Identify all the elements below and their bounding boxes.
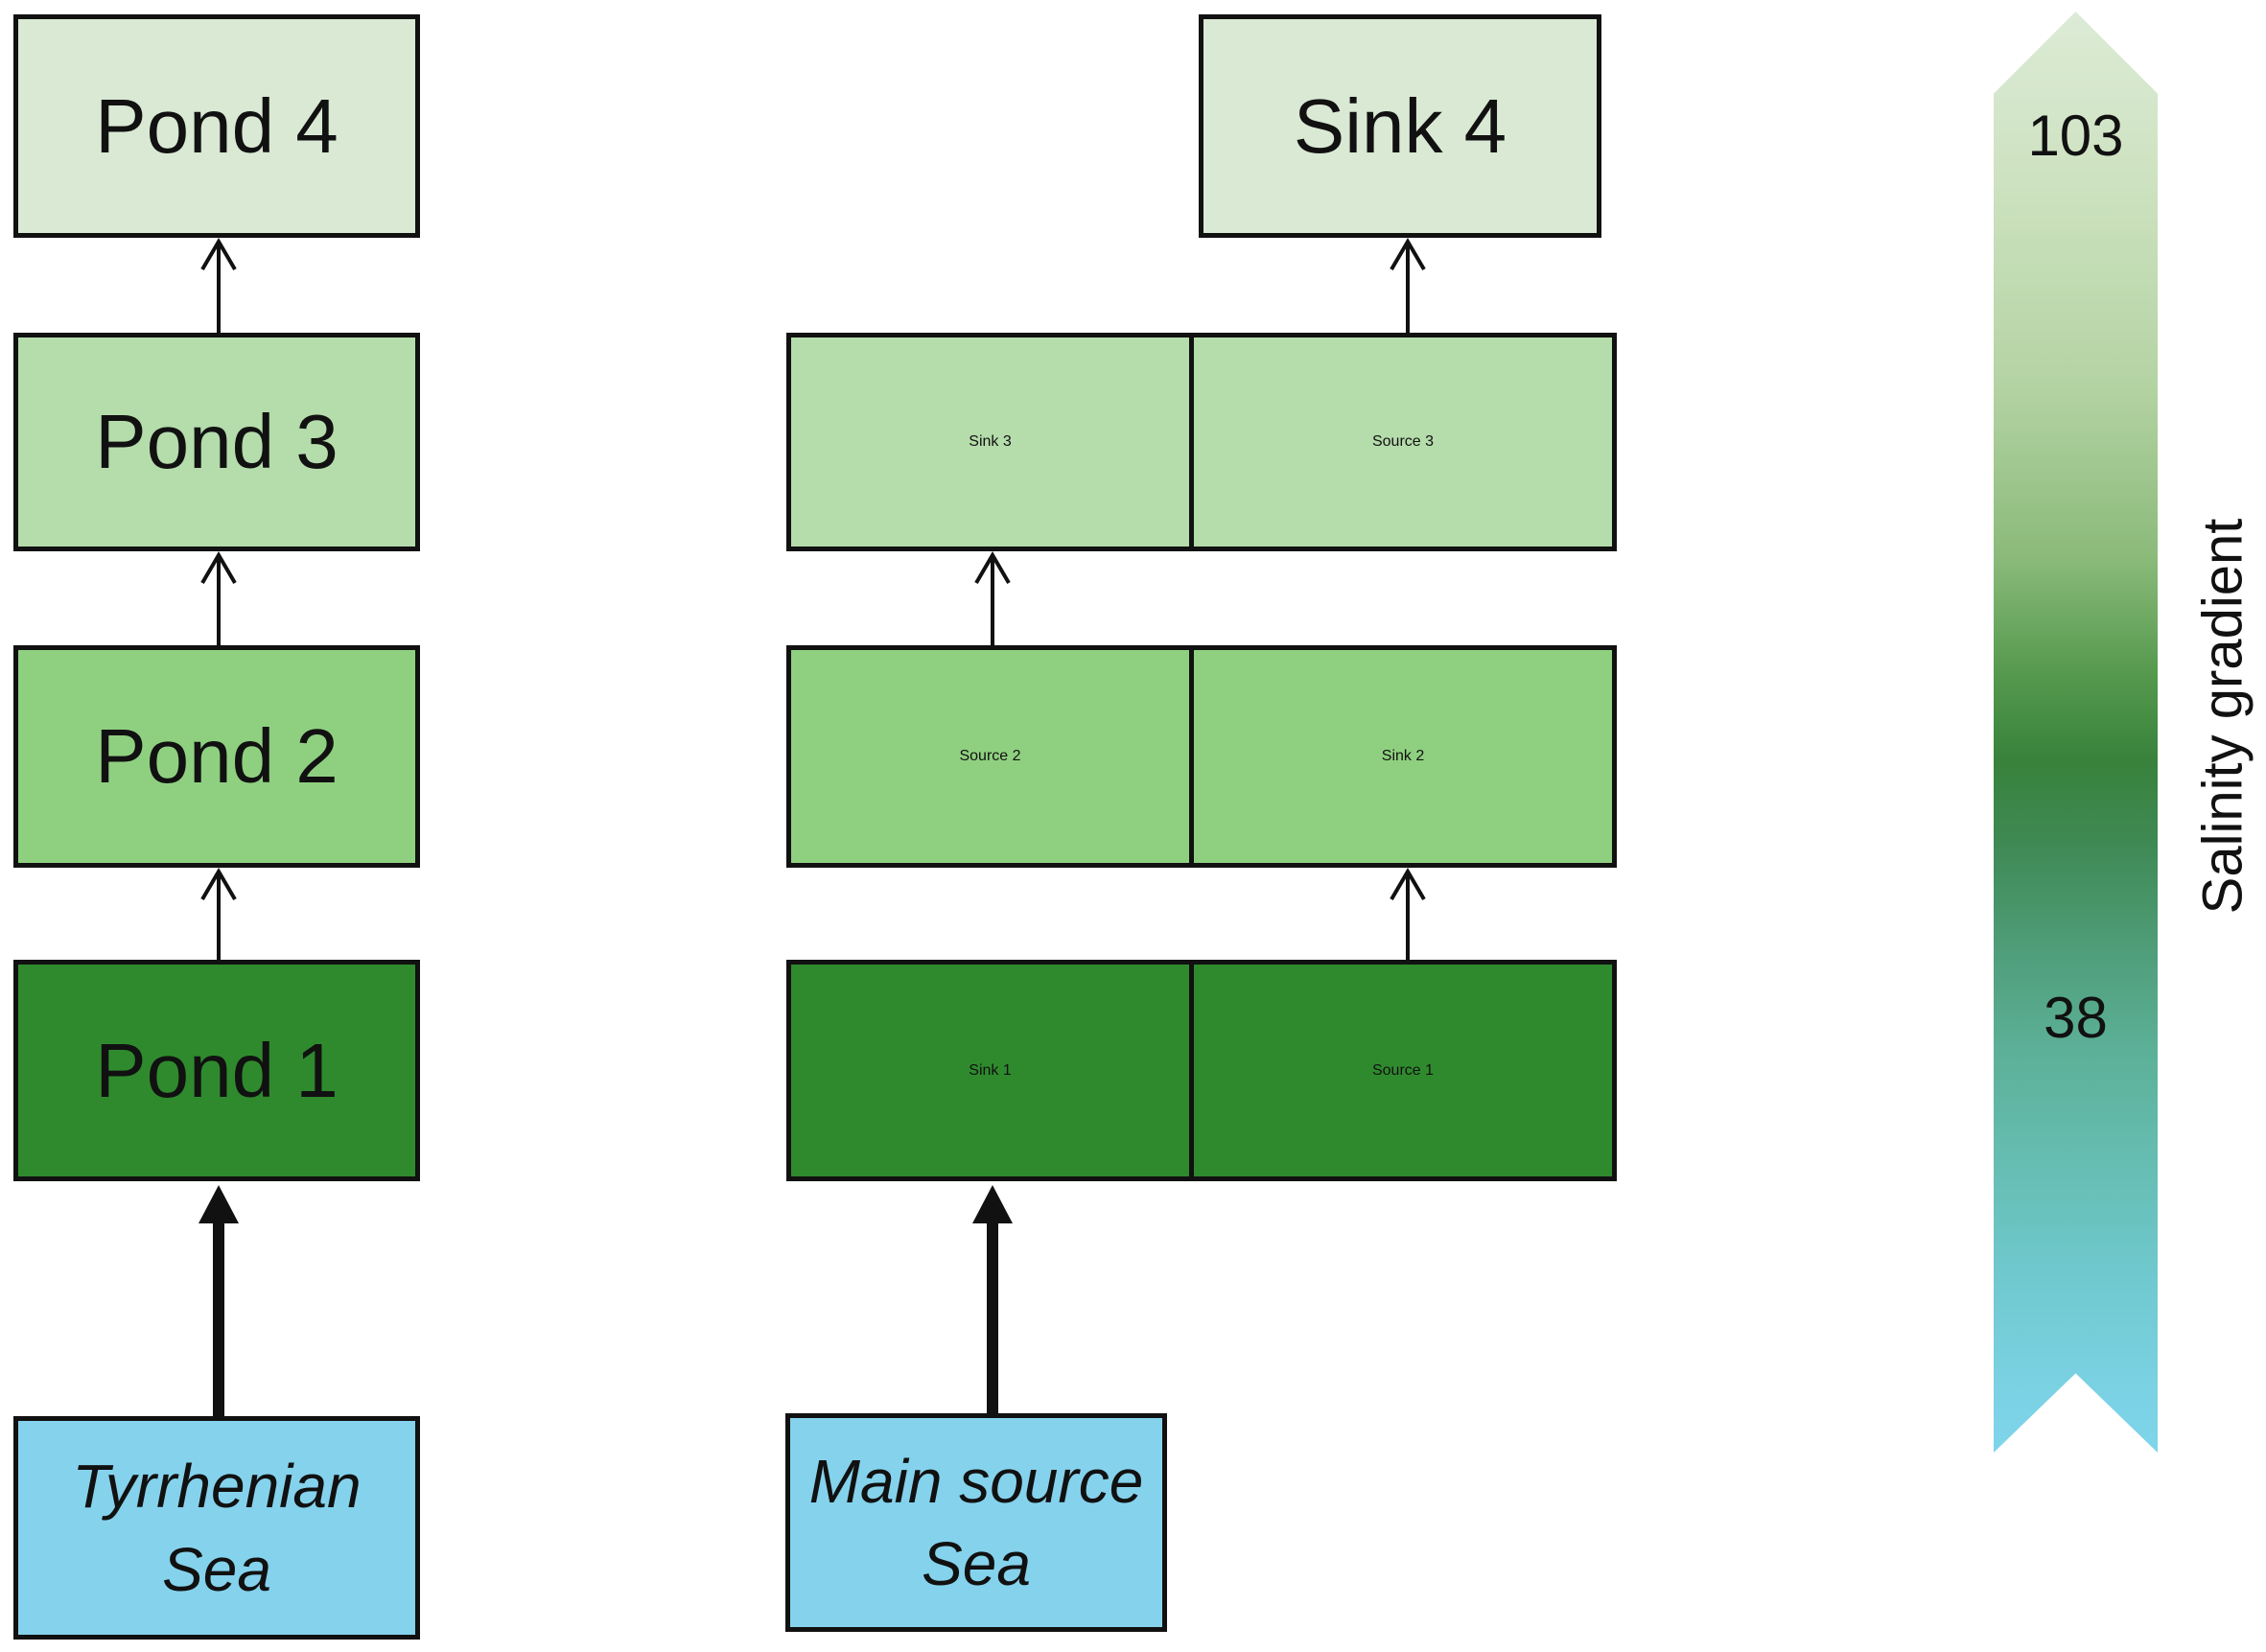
box-pond-2-label: Pond 2 bbox=[95, 713, 339, 799]
arrow-source1-to-sink2-icon bbox=[1390, 868, 1426, 960]
salinity-top-value: 103 bbox=[2027, 104, 2124, 168]
row-sink3-source3: Sink 3 Source 3 bbox=[786, 333, 1617, 551]
box-tyrrhenian-sea: Tyrrhenian Sea bbox=[13, 1416, 420, 1640]
box-pond-3-label: Pond 3 bbox=[95, 399, 339, 484]
box-pond-1: Pond 1 bbox=[13, 960, 420, 1181]
main-source-sea-line1: Main source bbox=[808, 1446, 1144, 1516]
box-pond-3: Pond 3 bbox=[13, 333, 420, 551]
box-source-3-label: Source 3 bbox=[1371, 433, 1435, 450]
arrow-main-source-sea-to-sink1-icon bbox=[972, 1185, 1013, 1413]
arrow-tyrrhenian-sea-to-pond1-icon bbox=[199, 1185, 239, 1416]
box-pond-4-label: Pond 4 bbox=[95, 82, 339, 169]
box-main-source-sea-label: Main source Sea bbox=[809, 1440, 1144, 1606]
row-sink1-source1: Sink 1 Source 1 bbox=[786, 960, 1617, 1181]
tyrrhenian-sea-line2: Sea bbox=[162, 1534, 271, 1604]
box-pond-2: Pond 2 bbox=[13, 645, 420, 868]
box-source-2: Source 2 bbox=[791, 650, 1194, 863]
arrow-source2-to-sink3-icon bbox=[974, 551, 1011, 645]
arrow-pond3-to-pond4-icon bbox=[200, 238, 237, 333]
box-sink-3-label: Sink 3 bbox=[969, 433, 1012, 450]
box-sink-1-label: Sink 1 bbox=[969, 1061, 1012, 1079]
box-sink-3: Sink 3 bbox=[791, 337, 1194, 547]
row-source2-sink2: Source 2 Sink 2 bbox=[786, 645, 1617, 868]
salinity-gradient-ribbon bbox=[1994, 12, 2158, 1453]
salinity-bottom-value: 38 bbox=[2044, 986, 2108, 1050]
box-pond-4: Pond 4 bbox=[13, 14, 420, 238]
box-sink-1: Sink 1 bbox=[791, 965, 1194, 1176]
box-pond-1-label: Pond 1 bbox=[95, 1027, 339, 1113]
box-main-source-sea: Main source Sea bbox=[785, 1413, 1167, 1632]
box-source-1-label: Source 1 bbox=[1371, 1061, 1435, 1079]
box-sink-4: Sink 4 bbox=[1199, 14, 1601, 238]
box-source-3: Source 3 bbox=[1194, 337, 1612, 547]
tyrrhenian-sea-line1: Tyrrhenian bbox=[72, 1452, 362, 1522]
arrow-source3-to-sink4-icon bbox=[1390, 238, 1426, 333]
arrow-pond1-to-pond2-icon bbox=[200, 868, 237, 960]
box-sink-4-label: Sink 4 bbox=[1293, 82, 1507, 169]
box-tyrrhenian-sea-label: Tyrrhenian Sea bbox=[72, 1445, 361, 1611]
box-sink-2: Sink 2 bbox=[1194, 650, 1612, 863]
box-sink-2-label: Sink 2 bbox=[1381, 748, 1425, 764]
main-source-sea-line2: Sea bbox=[922, 1529, 1031, 1598]
box-source-1: Source 1 bbox=[1194, 965, 1612, 1176]
box-source-2-label: Source 2 bbox=[959, 748, 1021, 764]
arrow-pond2-to-pond3-icon bbox=[200, 551, 237, 645]
salinity-gradient-label: Salinity gradient bbox=[2191, 518, 2254, 915]
